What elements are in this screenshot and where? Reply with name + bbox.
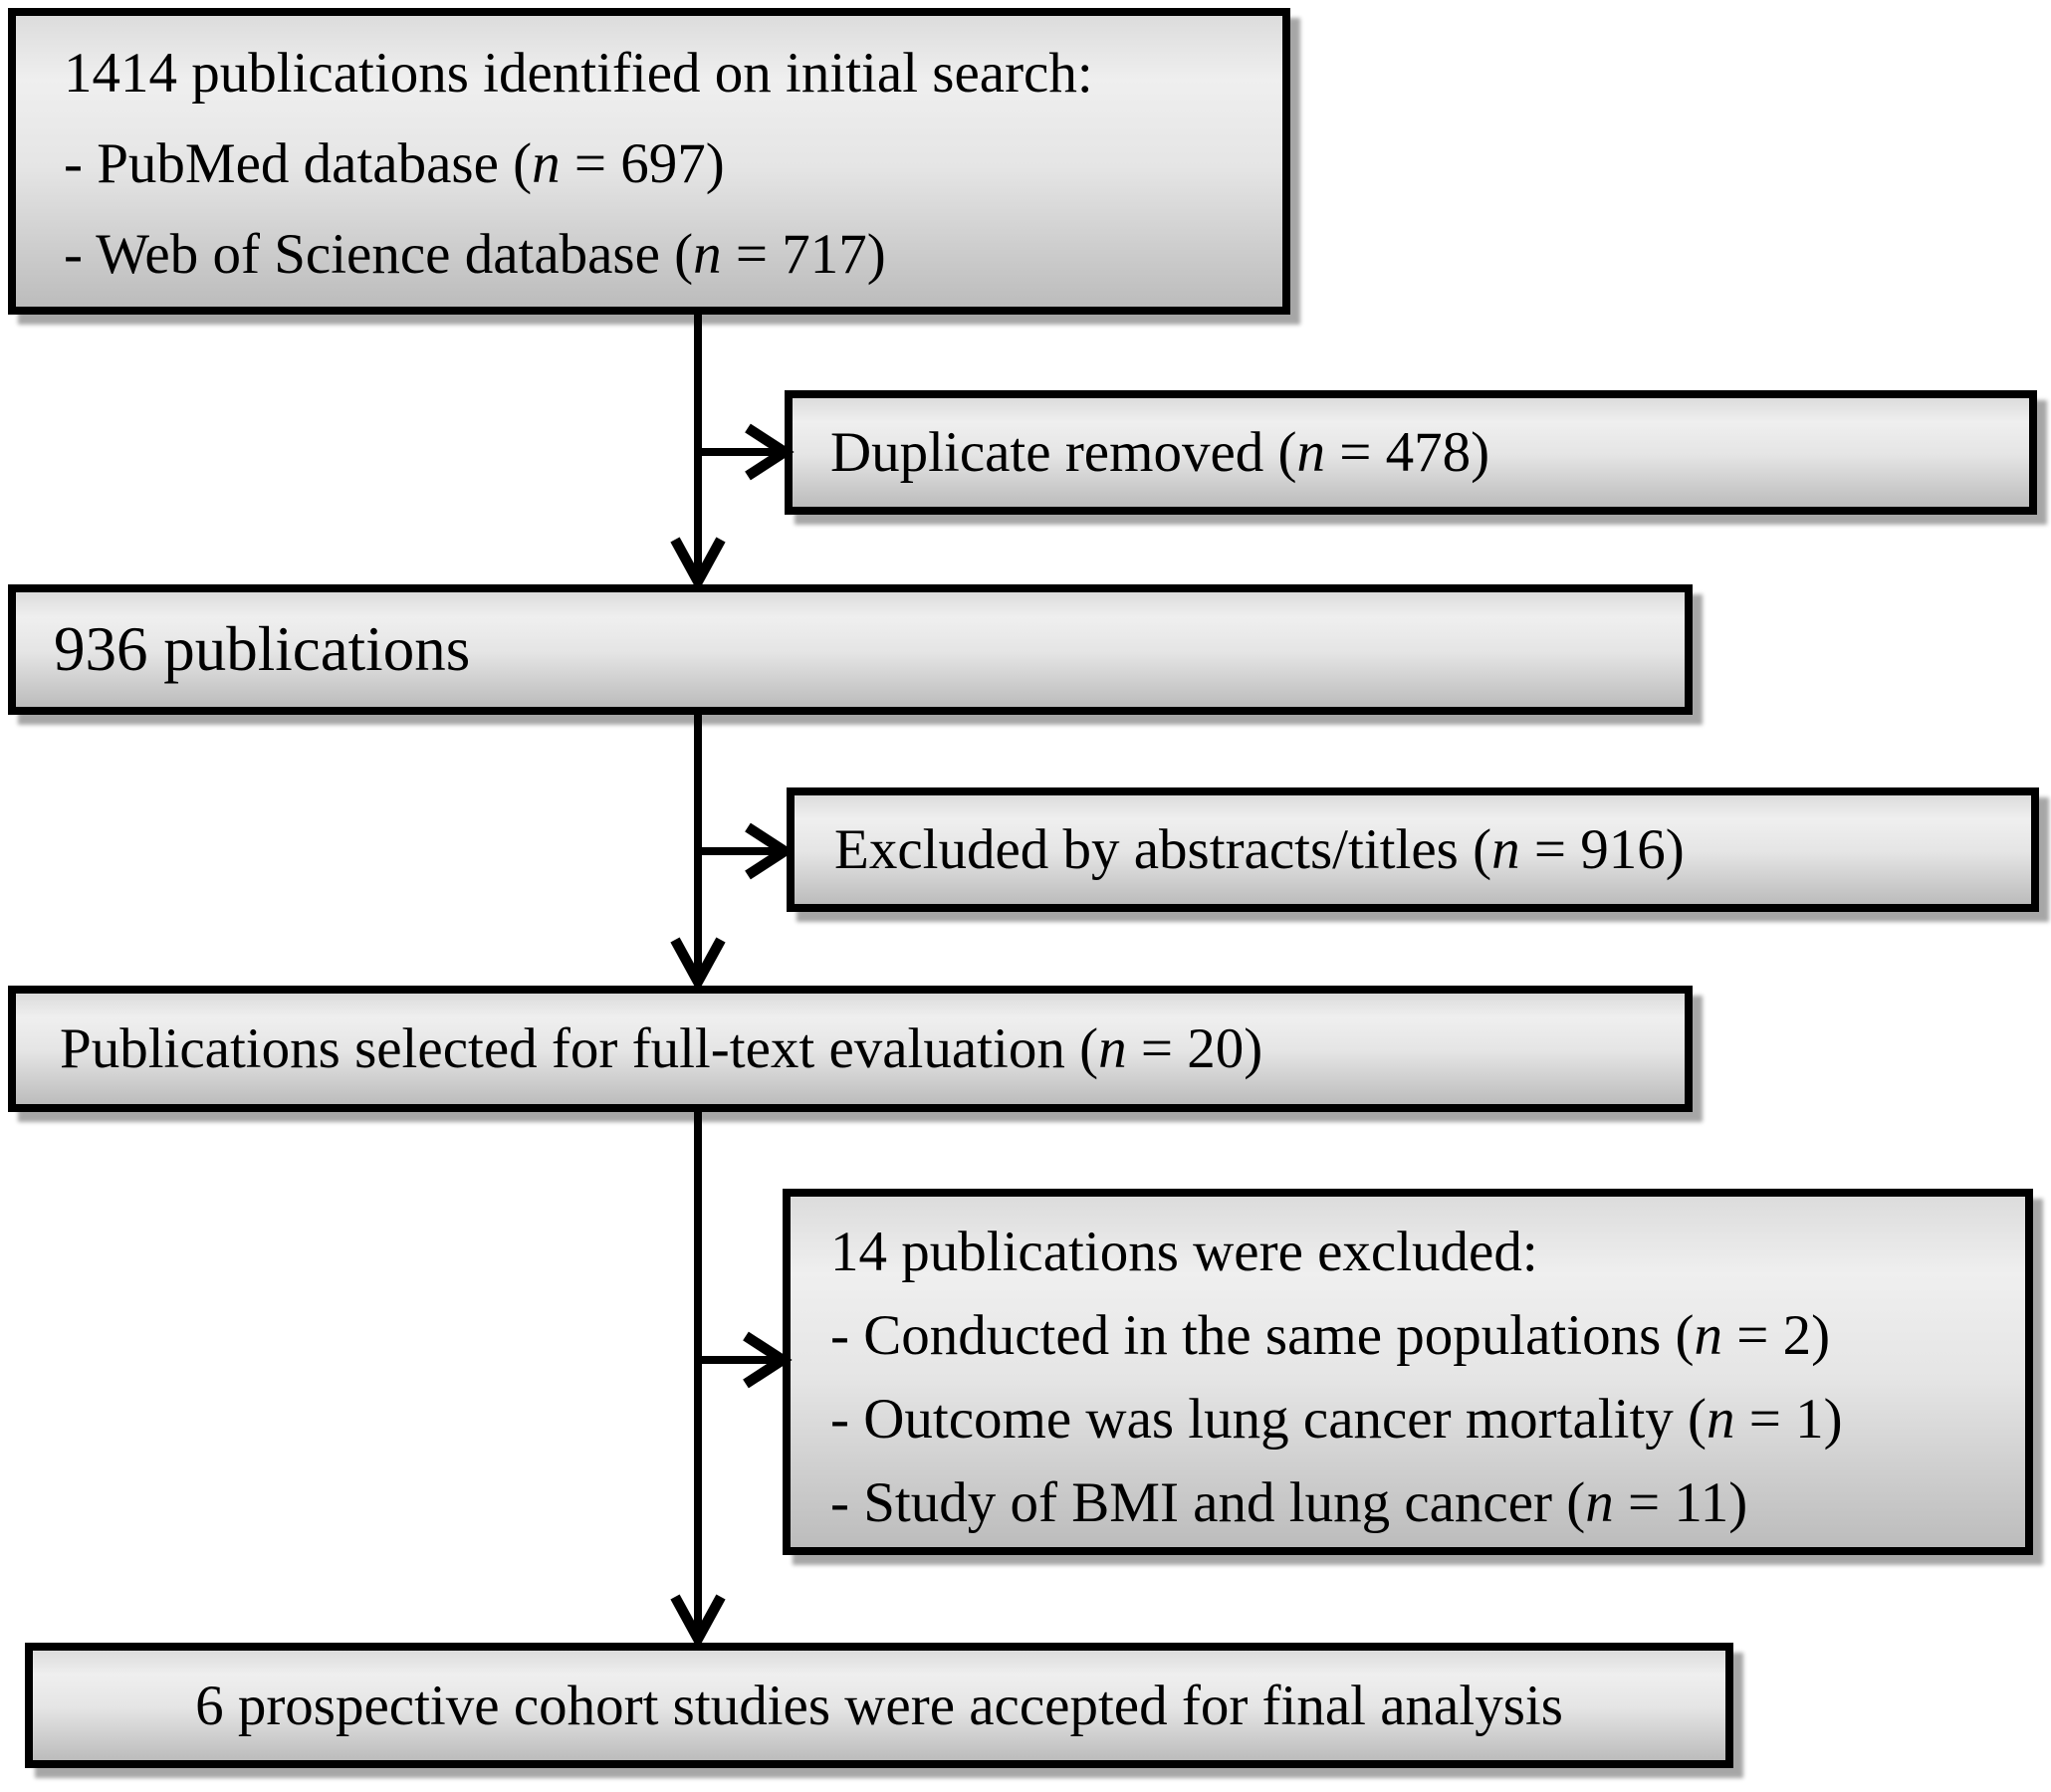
arrowhead-down-icon (670, 937, 726, 993)
text-line: 1414 publications identified on initial … (64, 28, 1272, 118)
node-excluded-by-abstracts: Excluded by abstracts/titles (n = 916) (787, 787, 2039, 912)
text-line: Publications selected for full-text eval… (60, 1016, 1685, 1081)
text-segment: - Outcome was lung cancer mortality ( (830, 1388, 1708, 1451)
text-segment: Duplicate removed ( (830, 421, 1297, 484)
text-line: 936 publications (54, 613, 1685, 686)
variable-n: n (1707, 1388, 1735, 1451)
text-segment: Excluded by abstracts/titles ( (834, 818, 1492, 881)
text-line: - PubMed database (n = 697) (64, 118, 1272, 209)
variable-n: n (1694, 1304, 1723, 1367)
connector-936-to-fulltext (670, 713, 795, 993)
connector-fulltext-to-final (670, 1111, 793, 1650)
variable-n: n (1296, 421, 1325, 484)
text-segment: = 916) (1519, 818, 1685, 881)
text-segment: - Study of BMI and lung cancer ( (830, 1471, 1586, 1534)
text-line: 6 prospective cohort studies were accept… (195, 1674, 1563, 1738)
text-segment: = 717) (721, 223, 886, 286)
text-line: Duplicate removed (n = 478) (830, 420, 2029, 485)
node-duplicates-removed: Duplicate removed (n = 478) (785, 390, 2037, 515)
text-segment: 14 publications were excluded: (830, 1221, 1538, 1283)
text-line: Excluded by abstracts/titles (n = 916) (834, 817, 2031, 882)
text-segment: 1414 publications identified on initial … (64, 42, 1093, 105)
text-segment: 936 publications (54, 614, 471, 684)
connector-initial-to-936 (670, 312, 795, 592)
node-final-analysis: 6 prospective cohort studies were accept… (25, 1643, 1733, 1768)
arrowhead-right-icon (745, 822, 795, 880)
text-line: - Web of Science database (n = 717) (64, 209, 1272, 300)
text-segment: 6 prospective cohort studies were accept… (195, 1674, 1563, 1737)
arrowhead-right-icon (743, 1331, 793, 1389)
node-14-publications-excluded: 14 publications were excluded: - Conducte… (783, 1189, 2033, 1555)
text-segment: = 478) (1324, 421, 1490, 484)
text-segment: = 1) (1734, 1388, 1843, 1451)
text-segment: = 11) (1613, 1471, 1748, 1534)
variable-n: n (532, 132, 561, 195)
text-segment: - Conducted in the same populations ( (830, 1304, 1695, 1367)
text-line: 14 publications were excluded: (830, 1211, 2015, 1294)
text-segment: = 697) (560, 132, 725, 195)
variable-n: n (1585, 1471, 1614, 1534)
text-segment: - Web of Science database ( (64, 223, 694, 286)
arrowhead-down-icon (670, 537, 726, 592)
arrowhead-right-icon (745, 423, 795, 481)
text-segment: Publications selected for full-text eval… (60, 1017, 1099, 1080)
variable-n: n (693, 223, 722, 286)
text-line: - Conducted in the same populations (n =… (830, 1294, 2015, 1378)
text-segment: = 20) (1126, 1017, 1263, 1080)
text-line: - Outcome was lung cancer mortality (n =… (830, 1378, 2015, 1461)
node-fulltext-evaluation: Publications selected for full-text eval… (8, 986, 1693, 1112)
text-segment: - PubMed database ( (64, 132, 533, 195)
arrowhead-down-icon (670, 1594, 726, 1650)
node-936-publications: 936 publications (8, 584, 1693, 715)
node-initial-search: 1414 publications identified on initial … (8, 8, 1290, 315)
variable-n: n (1098, 1017, 1127, 1080)
text-line: - Study of BMI and lung cancer (n = 11) (830, 1461, 2015, 1545)
text-segment: = 2) (1722, 1304, 1831, 1367)
variable-n: n (1491, 818, 1520, 881)
